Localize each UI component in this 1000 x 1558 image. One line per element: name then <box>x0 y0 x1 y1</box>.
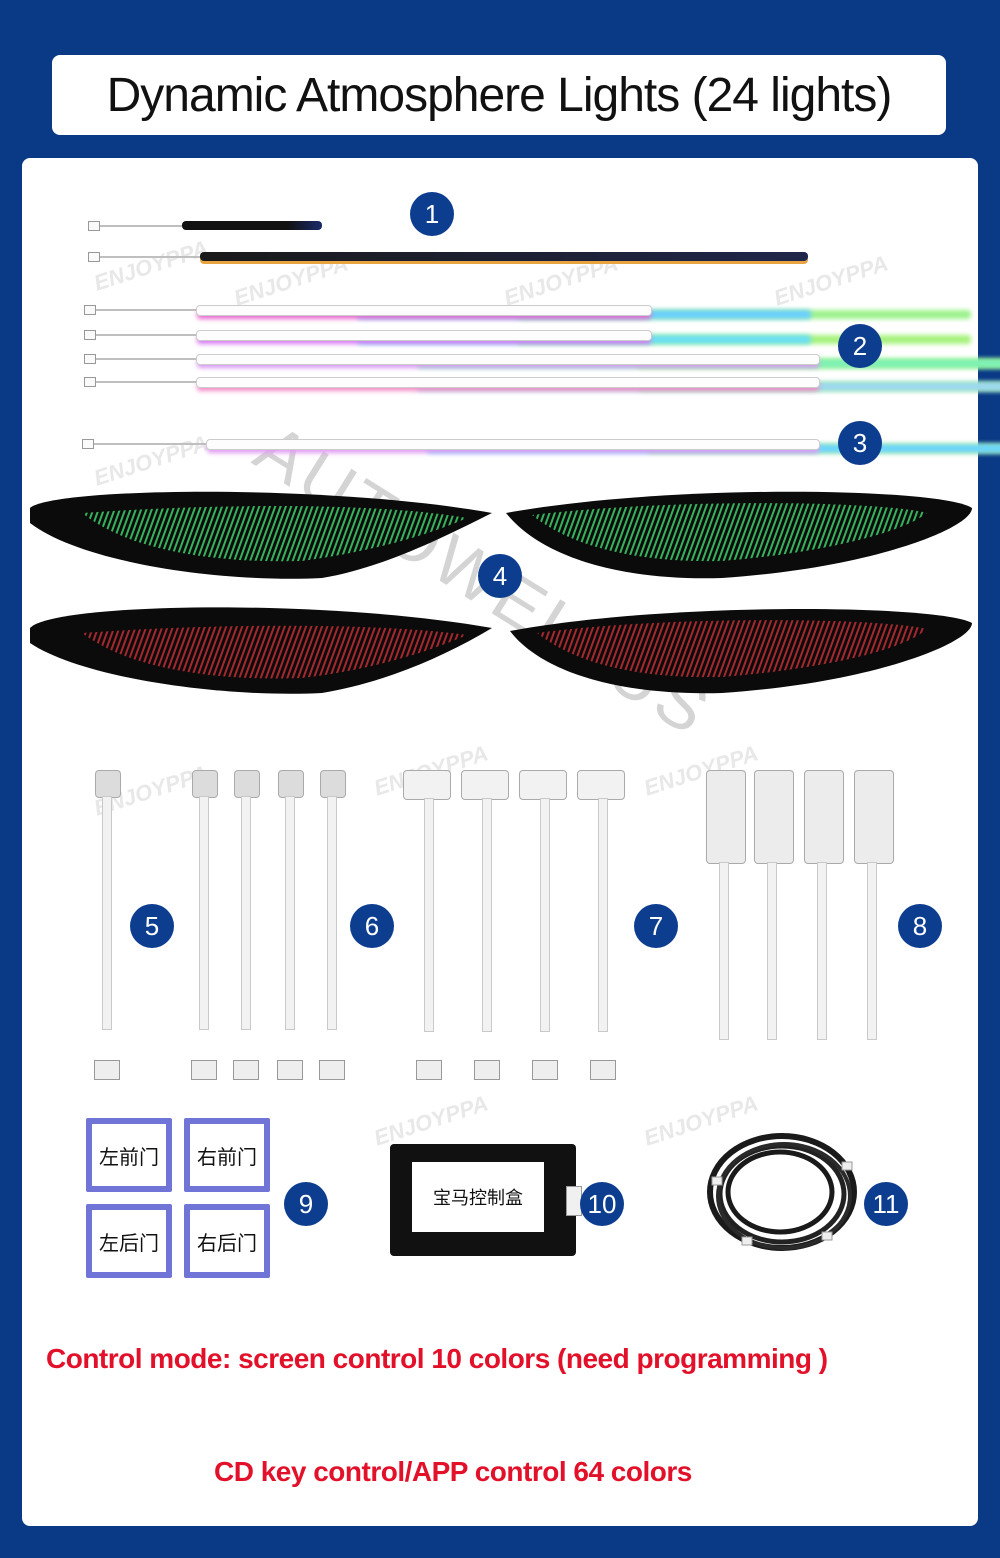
lead-wire <box>96 309 196 311</box>
led-module-head <box>519 770 567 800</box>
door-panel-light-red <box>537 620 927 678</box>
door-panel-light-green <box>532 503 927 562</box>
light-strip-rgb <box>196 330 652 341</box>
led-module-head <box>278 770 304 798</box>
module-connector <box>191 1060 217 1080</box>
module-connector <box>94 1060 120 1080</box>
door-panel-light-green <box>82 506 467 562</box>
marker-5: 5 <box>130 904 174 948</box>
door-card-front-right: 右前门 <box>184 1118 270 1192</box>
led-module-head <box>706 770 746 864</box>
light-strip-dark <box>200 252 808 261</box>
module-wire <box>817 862 827 1040</box>
module-wire <box>719 862 729 1040</box>
module-connector <box>590 1060 616 1080</box>
wire-harness <box>707 1133 857 1251</box>
module-wire <box>327 796 337 1030</box>
light-strip-rgb <box>196 377 820 388</box>
module-wire <box>285 796 295 1030</box>
door-card-rear-left: 左后门 <box>86 1204 172 1278</box>
lead-wire <box>100 225 182 227</box>
module-wire <box>199 796 209 1030</box>
module-connector <box>233 1060 259 1080</box>
marker-10: 10 <box>580 1182 624 1226</box>
door-card-label: 右后门 <box>190 1210 264 1272</box>
module-wire <box>767 862 777 1040</box>
led-module-head <box>804 770 844 864</box>
cd-key-text: CD key control/APP control 64 colors <box>214 1456 692 1487</box>
connector-plug <box>84 330 96 340</box>
marker-7: 7 <box>634 904 678 948</box>
lead-wire <box>96 334 196 336</box>
marker-6: 6 <box>350 904 394 948</box>
control-mode-text: Control mode: screen control 10 colors (… <box>46 1343 828 1374</box>
marker-3: 3 <box>838 421 882 465</box>
led-module-head <box>95 770 121 798</box>
marker-11: 11 <box>864 1182 908 1226</box>
connector-plug <box>84 377 96 387</box>
module-wire <box>867 862 877 1040</box>
title-banner: Dynamic Atmosphere Lights (24 lights) <box>52 55 946 135</box>
marker-4: 4 <box>478 554 522 598</box>
led-module-head <box>754 770 794 864</box>
brand-watermark: ENJOYPPA <box>370 1090 492 1151</box>
connector-plug <box>84 305 96 315</box>
led-module-head <box>403 770 451 800</box>
lead-wire <box>100 256 200 258</box>
module-wire <box>102 796 112 1030</box>
door-card-rear-right: 右后门 <box>184 1204 270 1278</box>
brand-watermark: ENJOYPPA <box>90 235 212 296</box>
marker-8: 8 <box>898 904 942 948</box>
led-module-head <box>461 770 509 800</box>
door-card-front-left: 左前门 <box>86 1118 172 1192</box>
page-title: Dynamic Atmosphere Lights (24 lights) <box>106 68 893 122</box>
door-card-label: 左后门 <box>92 1210 166 1272</box>
led-module-head <box>234 770 260 798</box>
connector-plug <box>88 221 100 231</box>
marker-1: 1 <box>410 192 454 236</box>
lead-wire <box>94 443 206 445</box>
door-panel-lights <box>30 491 972 694</box>
module-connector <box>319 1060 345 1080</box>
module-wire <box>598 798 608 1032</box>
module-connector <box>532 1060 558 1080</box>
light-strip-rgb <box>196 305 652 316</box>
marker-9: 9 <box>284 1182 328 1226</box>
module-wire <box>241 796 251 1030</box>
product-panel: ENJOYPPA ENJOYPPA ENJOYPPA ENJOYPPA ENJO… <box>22 158 978 1526</box>
module-wire <box>482 798 492 1032</box>
connector-plug <box>84 354 96 364</box>
light-strip-rgb <box>196 354 820 365</box>
lead-wire <box>96 381 196 383</box>
light-strip-rgb <box>206 439 820 450</box>
module-connector <box>474 1060 500 1080</box>
door-panel-light-red <box>82 625 467 679</box>
connector-plug <box>88 252 100 262</box>
marker-2: 2 <box>838 324 882 368</box>
led-module-head <box>192 770 218 798</box>
module-connector <box>416 1060 442 1080</box>
module-wire <box>540 798 550 1032</box>
lead-wire <box>96 358 196 360</box>
light-strip-dark <box>182 221 322 230</box>
control-box-label: 宝马控制盒 <box>412 1162 544 1232</box>
door-card-label: 左前门 <box>92 1124 166 1186</box>
led-module-head <box>854 770 894 864</box>
module-connector <box>277 1060 303 1080</box>
door-card-label: 右前门 <box>190 1124 264 1186</box>
control-box: 宝马控制盒 <box>390 1144 582 1256</box>
module-wire <box>424 798 434 1032</box>
led-module-head <box>320 770 346 798</box>
connector-plug <box>82 439 94 449</box>
led-module-head <box>577 770 625 800</box>
